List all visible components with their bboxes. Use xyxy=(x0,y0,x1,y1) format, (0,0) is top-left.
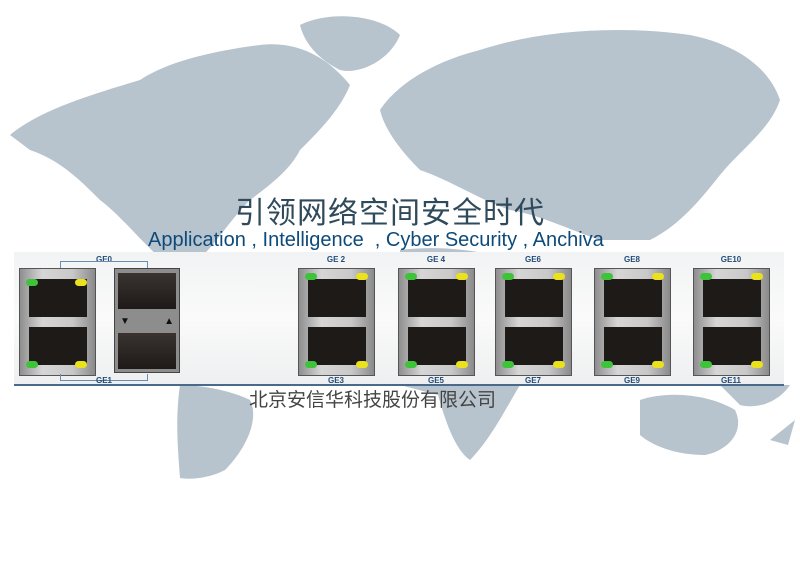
activity-led xyxy=(652,273,664,280)
link-led xyxy=(502,361,514,368)
link-led xyxy=(26,279,38,286)
link-led xyxy=(700,361,712,368)
activity-led xyxy=(356,273,368,280)
map-eurasia xyxy=(380,30,780,240)
map-indonesia xyxy=(720,385,790,407)
port-label-top: GE6 xyxy=(524,255,541,264)
ethernet-port-bottom[interactable] xyxy=(703,327,761,365)
link-led xyxy=(305,273,317,280)
ethernet-port-pair[interactable] xyxy=(298,268,375,376)
ethernet-port-pair[interactable] xyxy=(398,268,475,376)
map-north-america xyxy=(10,44,350,258)
arrow-up-icon: ▲ xyxy=(164,316,174,327)
port-label-top: GE10 xyxy=(720,255,742,264)
link-led xyxy=(305,361,317,368)
network-device-front-panel: GE0 ▼ ▲ GE1 GE 2 GE3 GE 4 xyxy=(14,252,784,386)
link-led xyxy=(601,273,613,280)
ethernet-port-bottom[interactable] xyxy=(604,327,662,365)
activity-led xyxy=(356,361,368,368)
ethernet-port-top[interactable] xyxy=(505,279,563,317)
sfp-slot-top[interactable] xyxy=(118,273,176,309)
ethernet-port-pair-ge0-ge1[interactable] xyxy=(19,268,96,376)
ethernet-port-top[interactable] xyxy=(408,279,466,317)
ethernet-port-bottom[interactable] xyxy=(408,327,466,365)
port-label-bottom: GE7 xyxy=(524,376,541,385)
activity-led xyxy=(652,361,664,368)
port-label-ge0: GE0 xyxy=(95,255,112,264)
headline: 引领网络空间安全时代 xyxy=(235,196,545,231)
map-newzealand xyxy=(770,420,795,445)
ethernet-port-bottom[interactable] xyxy=(308,327,366,365)
link-led xyxy=(700,273,712,280)
port-label-bottom: GE11 xyxy=(720,376,741,385)
port-label-top: GE 4 xyxy=(426,255,446,264)
tagline: Application , Intelligence , Cyber Secur… xyxy=(148,229,604,251)
ethernet-port-top[interactable] xyxy=(308,279,366,317)
activity-led xyxy=(456,273,468,280)
link-led xyxy=(405,273,417,280)
ethernet-port-pair[interactable] xyxy=(594,268,671,376)
activity-led xyxy=(75,361,87,368)
activity-led xyxy=(751,361,763,368)
port-label-ge1: GE1 xyxy=(95,376,112,385)
map-south-america xyxy=(177,385,254,479)
ethernet-port-pair[interactable] xyxy=(495,268,572,376)
ethernet-port-ge1[interactable] xyxy=(29,327,87,365)
ethernet-port-top[interactable] xyxy=(703,279,761,317)
link-led xyxy=(601,361,613,368)
map-greenland xyxy=(300,16,400,71)
port-label-bottom: GE9 xyxy=(623,376,640,385)
ethernet-port-bottom[interactable] xyxy=(505,327,563,365)
port-label-bottom: GE5 xyxy=(427,376,444,385)
map-australia xyxy=(640,394,739,455)
link-led xyxy=(405,361,417,368)
activity-led xyxy=(75,279,87,286)
arrow-down-icon: ▼ xyxy=(120,316,130,327)
company-name: 北京安信华科技股份有限公司 xyxy=(249,389,497,411)
port-label-top: GE8 xyxy=(623,255,640,264)
activity-led xyxy=(553,361,565,368)
activity-led xyxy=(456,361,468,368)
ethernet-port-pair[interactable] xyxy=(693,268,770,376)
sfp-slot-bottom[interactable] xyxy=(118,333,176,369)
port-label-top: GE 2 xyxy=(326,255,346,264)
activity-led xyxy=(751,273,763,280)
link-led xyxy=(502,273,514,280)
port-label-bottom: GE3 xyxy=(327,376,344,385)
sfp-cage[interactable]: ▼ ▲ xyxy=(114,268,180,373)
port-group-bracket xyxy=(60,374,148,381)
link-led xyxy=(26,361,38,368)
port-group-bracket xyxy=(60,261,148,268)
activity-led xyxy=(553,273,565,280)
ethernet-port-top[interactable] xyxy=(604,279,662,317)
